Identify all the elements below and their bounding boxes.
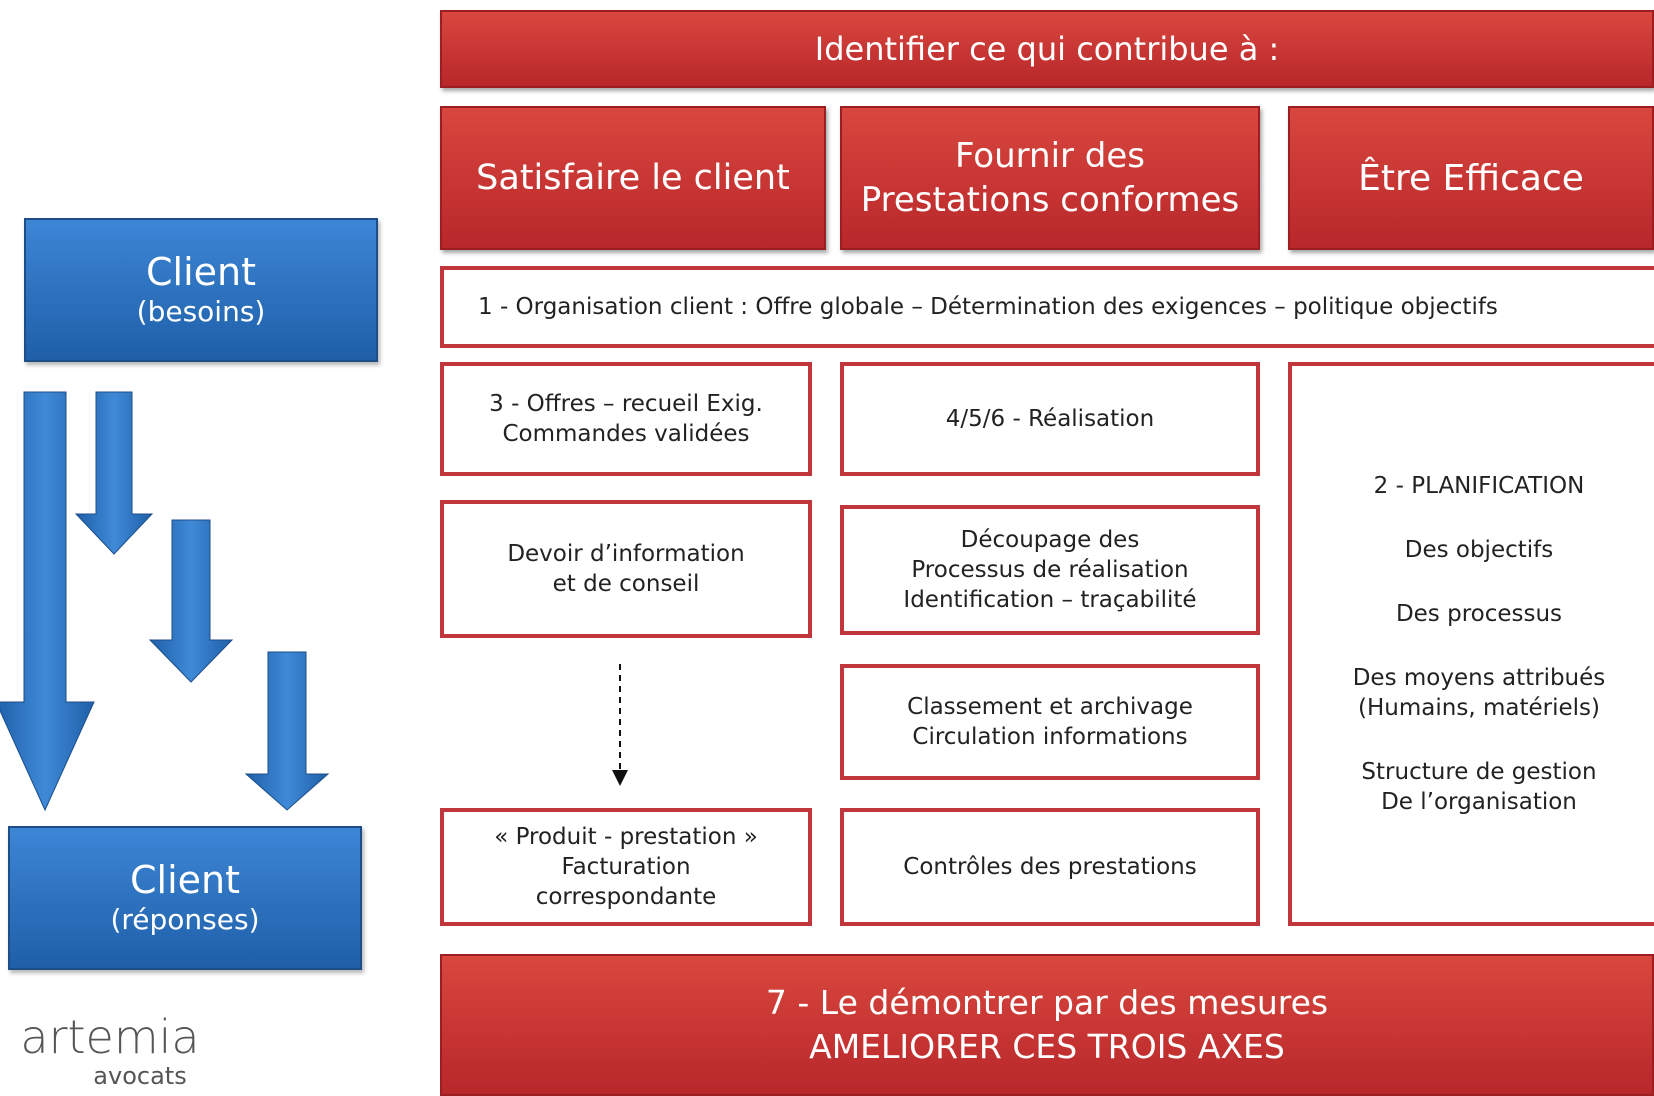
planification-item: Des moyens attribués (Humains, matériels… — [1352, 665, 1606, 721]
organisation-row: 1 - Organisation client : Offre globale … — [440, 266, 1654, 348]
box-devoir-information: Devoir d’information et de conseil — [440, 500, 812, 638]
axis-prestations-conformes: Fournir des Prestations conformes — [840, 106, 1260, 250]
offres-text: 3 - Offres – recueil Exig. Commandes val… — [489, 391, 763, 447]
axis-etre-efficace: Être Efficace — [1288, 106, 1654, 250]
logo-name: artemia — [20, 1010, 200, 1064]
axis-satisfaire-client: Satisfaire le client — [440, 106, 826, 250]
arrow-down-icon — [244, 651, 330, 811]
devoir-text: Devoir d’information et de conseil — [507, 541, 745, 597]
axis-label: Être Efficace — [1358, 157, 1584, 199]
classement-text: Classement et archivage Circulation info… — [907, 694, 1193, 750]
box-produit-prestation: « Produit - prestation » Facturation cor… — [440, 808, 812, 926]
box-controles: Contrôles des prestations — [840, 808, 1260, 926]
client-title: Client — [145, 250, 256, 294]
axis-label: Satisfaire le client — [476, 158, 790, 198]
client-subtitle: (réponses) — [110, 903, 260, 936]
axis-label: Fournir des Prestations conformes — [860, 136, 1240, 220]
footer-text: 7 - Le démontrer par des mesures AMELIOR… — [765, 983, 1329, 1066]
box-classement: Classement et archivage Circulation info… — [840, 664, 1260, 780]
header-title: Identifier ce qui contribue à : — [814, 30, 1280, 68]
planification-item: Structure de gestion De l’organisation — [1361, 759, 1597, 815]
client-besoins-box: Client (besoins) — [24, 218, 378, 362]
arrow-down-icon — [74, 391, 154, 555]
realisation-text: 4/5/6 - Réalisation — [945, 406, 1155, 432]
box-planification: 2 - PLANIFICATION Des objectifs Des proc… — [1288, 362, 1654, 926]
controles-text: Contrôles des prestations — [903, 854, 1197, 880]
box-offres: 3 - Offres – recueil Exig. Commandes val… — [440, 362, 812, 476]
decoupage-text: Découpage des Processus de réalisation I… — [903, 527, 1197, 613]
header-banner: Identifier ce qui contribue à : — [440, 10, 1654, 88]
client-subtitle: (besoins) — [136, 295, 266, 328]
dashed-arrow — [612, 664, 628, 786]
planification-item: Des objectifs — [1404, 537, 1554, 563]
arrow-down-icon — [148, 519, 234, 683]
logo-sub: avocats — [93, 1062, 187, 1090]
planification-title: 2 - PLANIFICATION — [1373, 473, 1585, 499]
client-reponses-box: Client (réponses) — [8, 826, 362, 970]
logo: artemia avocats — [0, 1012, 220, 1090]
flow-arrows — [0, 391, 330, 812]
client-title: Client — [129, 858, 240, 902]
planification-item: Des processus — [1395, 601, 1563, 627]
produit-text: « Produit - prestation » Facturation cor… — [494, 824, 758, 910]
footer-banner: 7 - Le démontrer par des mesures AMELIOR… — [440, 954, 1654, 1096]
box-realisation: 4/5/6 - Réalisation — [840, 362, 1260, 476]
arrow-down-icon — [0, 391, 95, 812]
box-decoupage: Découpage des Processus de réalisation I… — [840, 505, 1260, 635]
organisation-text: 1 - Organisation client : Offre globale … — [478, 294, 1498, 320]
